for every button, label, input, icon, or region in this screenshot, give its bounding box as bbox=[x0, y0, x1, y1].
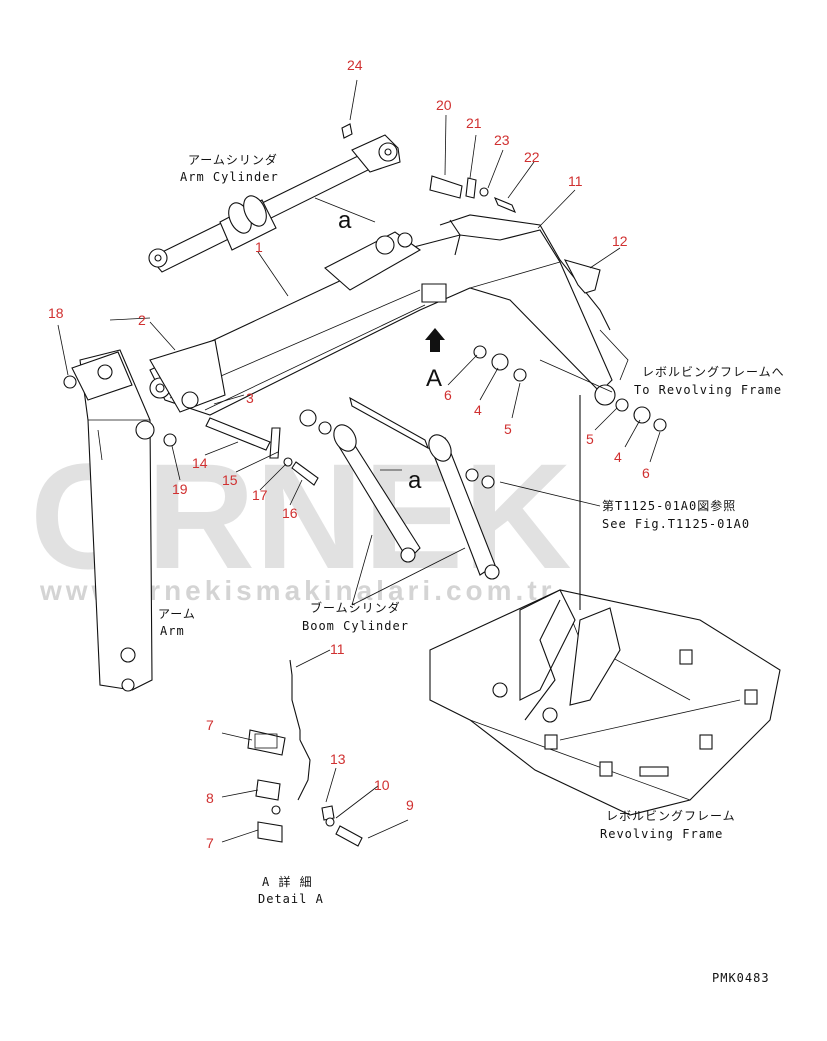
callout-numbers: 24 20 21 23 22 11 12 1 2 18 3 14 15 17 1… bbox=[48, 57, 650, 851]
detail-label-jp: A 詳 細 bbox=[262, 874, 313, 889]
callout-4-right: 4 bbox=[614, 449, 622, 465]
callout-8: 8 bbox=[206, 790, 214, 806]
callout-18: 18 bbox=[48, 305, 64, 321]
arm-cylinder-label-en: Arm Cylinder bbox=[180, 170, 279, 184]
arm-label-jp: アーム bbox=[158, 607, 196, 621]
arm-cylinder-label-jp: アームシリンダ bbox=[188, 152, 278, 167]
callout-20: 20 bbox=[436, 97, 452, 113]
frame-label-en: Revolving Frame bbox=[600, 827, 723, 841]
to-frame-label-en: To Revolving Frame bbox=[634, 383, 782, 397]
detail-label-en: Detail A bbox=[258, 892, 324, 906]
boom-cylinder-label-jp: ブームシリンダ bbox=[310, 600, 401, 615]
arm bbox=[71, 349, 155, 692]
callout-1: 1 bbox=[255, 239, 263, 255]
arm-cylinder bbox=[148, 134, 401, 273]
to-frame-label-jp: レボルビングフレームへ bbox=[642, 365, 785, 379]
callout-5-left: 5 bbox=[504, 421, 512, 437]
callout-13: 13 bbox=[330, 751, 346, 767]
callout-7-top: 7 bbox=[206, 717, 214, 733]
callout-5-right: 5 bbox=[586, 431, 594, 447]
callout-6-right: 6 bbox=[642, 465, 650, 481]
callout-11-top: 11 bbox=[568, 173, 583, 189]
callout-6-left: 6 bbox=[444, 387, 452, 403]
callout-19: 19 bbox=[172, 481, 188, 497]
callout-10: 10 bbox=[374, 777, 390, 793]
callout-2: 2 bbox=[138, 312, 146, 328]
arm-label-en: Arm bbox=[160, 624, 185, 638]
detail-a-view bbox=[247, 659, 363, 847]
callout-17: 17 bbox=[252, 487, 268, 503]
drawing-code: PMK0483 bbox=[712, 971, 770, 985]
see-fig-label-jp: 第T1125-01A0図参照 bbox=[602, 498, 736, 513]
callout-3: 3 bbox=[246, 390, 254, 406]
frame-label-jp: レボルビングフレーム bbox=[606, 809, 736, 823]
boom bbox=[149, 229, 616, 416]
wire-harness bbox=[439, 214, 611, 721]
callout-12: 12 bbox=[612, 233, 628, 249]
part-labels: アームシリンダ Arm Cylinder アーム Arm ブームシリンダ Boo… bbox=[158, 152, 785, 985]
arrow-a-lower: a bbox=[408, 467, 422, 494]
callout-9: 9 bbox=[406, 797, 414, 813]
callout-16: 16 bbox=[282, 505, 298, 521]
callout-15: 15 bbox=[222, 472, 238, 488]
view-a-arrow bbox=[425, 328, 445, 352]
callout-23: 23 bbox=[494, 132, 510, 148]
arrow-a-upper: a bbox=[338, 207, 352, 234]
leader-lines bbox=[57, 79, 661, 843]
callout-7-bottom: 7 bbox=[206, 835, 214, 851]
view-a-letter: A bbox=[426, 365, 442, 392]
callout-4-left: 4 bbox=[474, 402, 482, 418]
callout-21: 21 bbox=[466, 115, 482, 131]
callout-24: 24 bbox=[347, 57, 363, 73]
small-parts bbox=[63, 123, 667, 486]
see-fig-label-en: See Fig.T1125-01A0 bbox=[602, 517, 750, 531]
callout-14: 14 bbox=[192, 455, 208, 471]
callout-11-detail: 11 bbox=[330, 641, 345, 657]
revolving-frame bbox=[429, 589, 781, 816]
boom-cylinders bbox=[299, 396, 500, 580]
callout-22: 22 bbox=[524, 149, 540, 165]
boom-cylinder-label-en: Boom Cylinder bbox=[302, 619, 409, 633]
